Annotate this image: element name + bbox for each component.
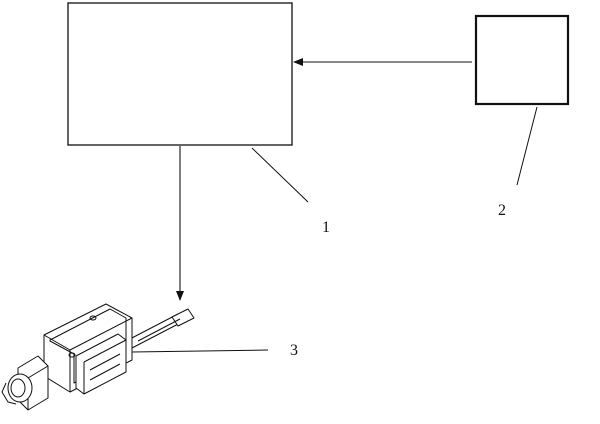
leader-line-3 bbox=[131, 349, 269, 353]
label-1: 1 bbox=[322, 219, 330, 236]
label-3: 3 bbox=[290, 342, 298, 359]
solenoid-plunger-tip bbox=[171, 308, 195, 327]
leader-line-2 bbox=[516, 106, 538, 186]
label-2: 2 bbox=[498, 202, 506, 219]
mount-hole-icon bbox=[89, 315, 97, 321]
leader-line-1 bbox=[251, 147, 309, 203]
solenoid-illustration bbox=[1, 303, 195, 411]
mount-hole-icon bbox=[68, 352, 76, 358]
solenoid-shaft-head bbox=[7, 373, 33, 403]
block-2 bbox=[474, 14, 570, 106]
block-1 bbox=[67, 2, 293, 146]
